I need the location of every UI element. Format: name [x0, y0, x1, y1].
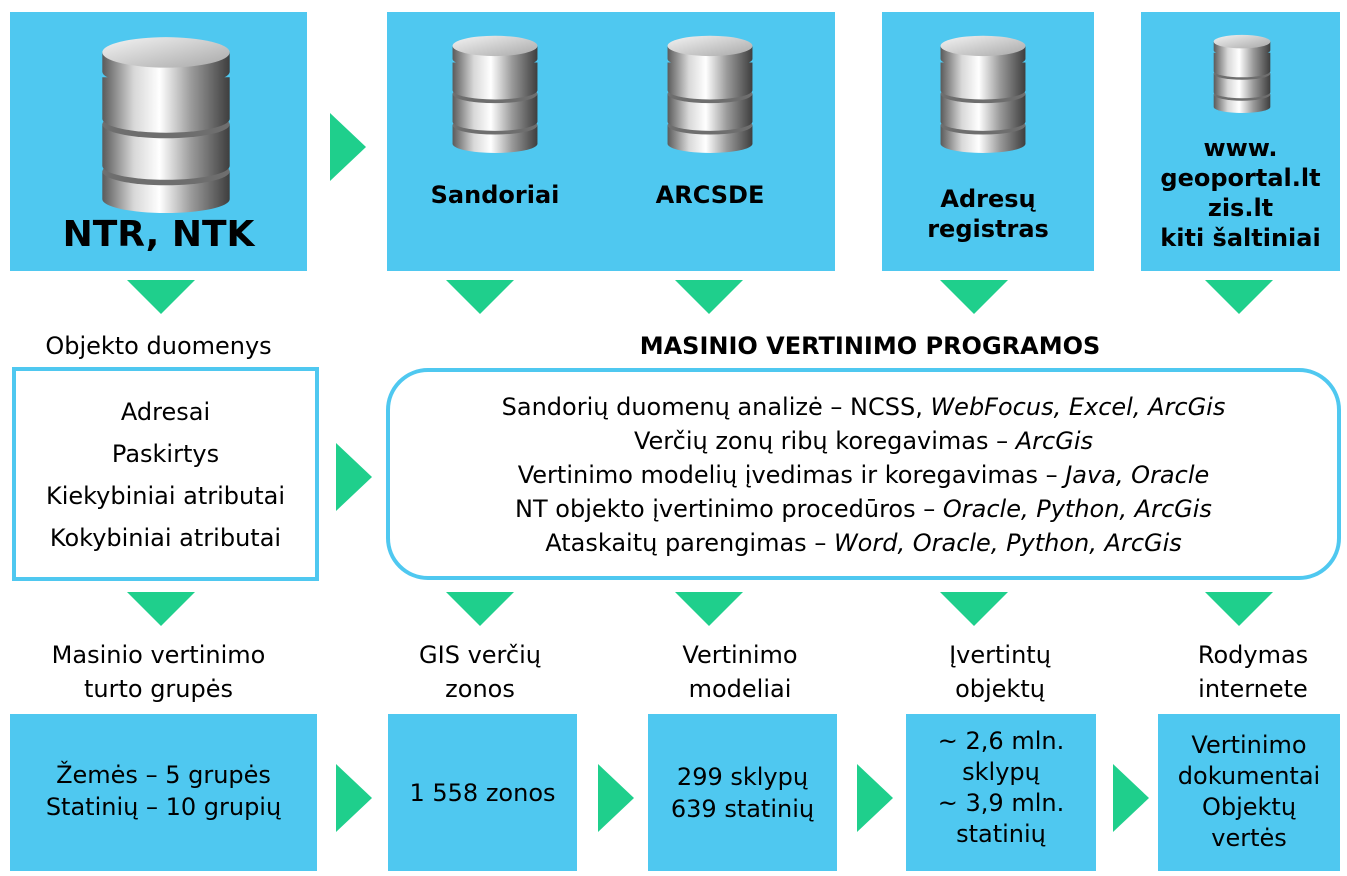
arrow-right: [857, 764, 893, 832]
arrow-down: [675, 592, 743, 626]
program-line: Vertinimo modelių įvedimas ir koregavima…: [517, 461, 1210, 489]
arrow-right: [330, 113, 366, 181]
arrow-right: [598, 764, 634, 832]
objekto-items: Adresai Paskirtys Kiekybiniai atributai …: [16, 391, 315, 559]
source-label-arcsde: ARCSDE: [655, 181, 765, 209]
objekto-item: Kiekybiniai atributai: [45, 482, 286, 510]
output-label: Vertinimo modeliai: [682, 641, 798, 703]
arrow-down: [127, 280, 195, 314]
arrow-down: [446, 280, 514, 314]
arrow-down: [940, 592, 1008, 626]
objekto-item: Paskirtys: [111, 440, 220, 468]
arrow-down: [1205, 592, 1273, 626]
database-icon: [452, 35, 538, 153]
arrow-right: [336, 764, 372, 832]
source-label-www: www. geoportal.lt zis.lt kiti šaltiniai: [1160, 134, 1321, 252]
objekto-heading: Objekto duomenys: [45, 332, 272, 360]
programs-lines: Sandorių duomenų analizė – NCSS, WebFocu…: [390, 390, 1337, 560]
output-label: Rodymas internete: [1197, 641, 1309, 703]
database-icon: [667, 35, 753, 153]
program-line: Ataskaitų parengimas – Word, Oracle, Pyt…: [545, 529, 1182, 557]
source-label-adresu: Adresų registras: [927, 185, 1049, 243]
output-box: 1 558 zonos: [388, 714, 577, 871]
output-box: 299 sklypų 639 statinių: [648, 714, 837, 871]
arrow-down: [1205, 280, 1273, 314]
programs-heading: MASINIO VERTINIMO PROGRAMOS: [639, 332, 1101, 360]
output-label: Masinio vertinimo turto grupės: [51, 641, 266, 703]
objekto-box: Adresai Paskirtys Kiekybiniai atributai …: [12, 367, 319, 581]
arrow-right: [336, 443, 372, 511]
output-label: Įvertintų objektų: [949, 641, 1051, 703]
program-line: Verčių zonų ribų koregavimas – ArcGis: [633, 427, 1094, 455]
database-icon: [940, 35, 1026, 153]
arrow-down: [127, 592, 195, 626]
program-line: NT objekto įvertinimo procedūros – Oracl…: [515, 495, 1212, 523]
output-box: Vertinimo dokumentai Objektų vertės: [1158, 714, 1340, 871]
output-box: Žemės – 5 grupės Statinių – 10 grupių: [10, 714, 317, 871]
objekto-item: Kokybiniai atributai: [49, 524, 282, 552]
database-icon: [102, 37, 230, 213]
source-label-ntr: NTR, NTK: [62, 214, 255, 255]
objekto-item: Adresai: [120, 398, 211, 426]
arrow-down: [675, 280, 743, 314]
arrow-right: [1113, 764, 1149, 832]
arrow-down: [940, 280, 1008, 314]
output-box: ~ 2,6 mln. sklypų ~ 3,9 mln. statinių: [906, 714, 1096, 871]
database-icon: [1213, 34, 1271, 113]
arrow-down: [446, 592, 514, 626]
output-label: GIS verčių zonos: [419, 641, 541, 703]
source-label-sandoriai: Sandoriai: [430, 181, 560, 209]
programs-box: Sandorių duomenų analizė – NCSS, WebFocu…: [386, 368, 1341, 580]
program-line: Sandorių duomenų analizė – NCSS, WebFocu…: [501, 393, 1226, 421]
